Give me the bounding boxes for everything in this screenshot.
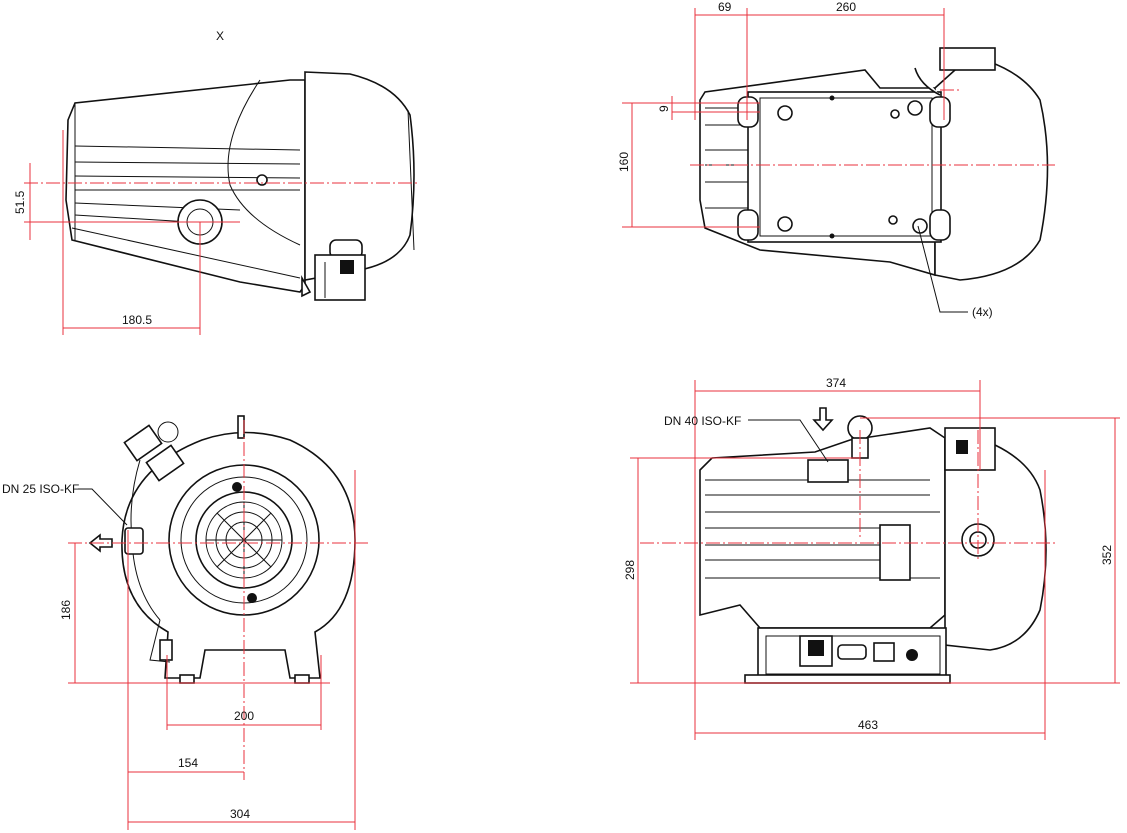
dim-4x: (4x) — [972, 305, 993, 319]
side-view-left: X — [13, 29, 420, 335]
dim-69: 69 — [718, 0, 732, 14]
front-view-left: 186 200 154 304 DN 25 ISO-KF — [2, 415, 370, 830]
dim-200: 200 — [234, 709, 254, 723]
mounting-slots — [737, 96, 951, 241]
fan-cover — [304, 71, 415, 281]
dim-352: 352 — [1100, 545, 1114, 565]
dim-463: 463 — [858, 718, 878, 732]
dim-298: 298 — [623, 560, 637, 580]
side-view-right: 374 298 352 463 DN 40 ISO-KF — [623, 376, 1120, 740]
bottom-view-right: 69 260 9 160 (4x) — [617, 0, 1055, 319]
dim-304: 304 — [230, 807, 250, 821]
label-dn40: DN 40 ISO-KF — [664, 414, 741, 428]
dim-160: 160 — [617, 152, 631, 172]
label-dn25: DN 25 ISO-KF — [2, 482, 79, 496]
dim-154: 154 — [178, 756, 198, 770]
dim-186: 186 — [59, 600, 73, 620]
pump-body-outline — [65, 79, 306, 293]
dim-180-5: 180.5 — [122, 313, 152, 327]
fan-cover-top — [934, 61, 1049, 281]
dim-51-5: 51.5 — [13, 190, 27, 214]
dim-374: 374 — [826, 376, 846, 390]
fan-cover-side — [944, 439, 1047, 651]
dim-260: 260 — [836, 0, 856, 14]
electrical-connector — [314, 239, 366, 301]
view-label: X — [216, 29, 224, 43]
dim-9: 9 — [657, 105, 671, 112]
cooling-fins — [71, 79, 301, 279]
